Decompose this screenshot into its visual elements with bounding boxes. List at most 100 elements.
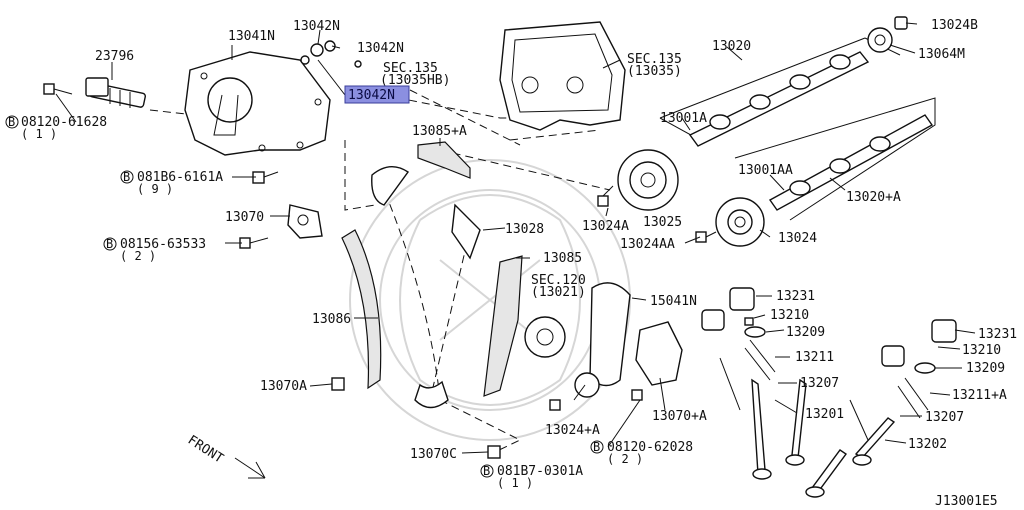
svg-text:( 1 ): ( 1 ) [497,476,533,490]
svg-text:B: B [123,170,130,184]
label-13064M[interactable]: 13064M [918,47,965,62]
label-13024[interactable]: 13024 [778,231,817,246]
chain-tensioner-13070-plus-A[interactable] [635,321,683,386]
label-13201[interactable]: 13201 [805,407,844,422]
label-13070[interactable]: 13070 [225,210,264,225]
label-15041N[interactable]: 15041N [650,294,697,309]
bolt-13070A [331,377,345,391]
label-13210-b[interactable]: 13210 [962,343,1001,358]
svg-text:081B7-0301A: 081B7-0301A [497,464,583,479]
front-cover-13041N[interactable] [184,51,331,156]
svg-text:( 2 ): ( 2 ) [607,452,643,466]
label-13042N-highlighted[interactable]: 13042N [344,85,410,104]
diagram-reference-number: J13001E5 [935,494,998,509]
label-13211-plus-A[interactable]: 13211+A [952,388,1007,403]
timing-chain-main[interactable] [414,380,449,409]
bolt-13024AA [695,231,717,243]
label-13024B[interactable]: 13024B [931,18,978,33]
label-13211[interactable]: 13211 [795,350,834,365]
label-081B7-0301A[interactable]: B 081B7-0301A ( 1 ) [480,464,583,490]
label-13231-b[interactable]: 13231 [978,327,1017,342]
label-13085[interactable]: 13085 [543,251,582,266]
label-13210-a[interactable]: 13210 [770,308,809,323]
svg-text:08120-61628: 08120-61628 [21,115,107,130]
label-13001A[interactable]: 13001A [660,111,707,126]
cam-sprocket-13024[interactable] [715,197,765,247]
cylinder-head-cover-section [499,21,626,131]
label-sec135-a-line2: (13035HB) [380,73,450,88]
timing-chain-13028[interactable] [371,166,481,260]
label-13028[interactable]: 13028 [505,222,544,237]
bolt-13024A [597,185,614,207]
label-13020[interactable]: 13020 [712,39,751,54]
label-13024AA[interactable]: 13024AA [620,237,675,252]
svg-text:081B6-6161A: 081B6-6161A [137,170,223,185]
label-13070C[interactable]: 13070C [410,447,457,462]
label-13231-a[interactable]: 13231 [776,289,815,304]
label-sec120-line1[interactable]: SEC.120 [531,273,586,288]
label-13042N-top[interactable]: 13042N [293,19,340,34]
label-13024A[interactable]: 13024A [582,219,629,234]
svg-text:B: B [593,440,600,454]
label-13209-b[interactable]: 13209 [966,361,1005,376]
slack-guide-13086[interactable] [341,229,382,390]
leader-lines [55,22,976,454]
svg-text:08156-63533: 08156-63533 [120,237,206,252]
label-13085-plus-A[interactable]: 13085+A [412,124,467,139]
label-13207-b[interactable]: 13207 [925,410,964,425]
bolt-08120-62028 [631,389,643,401]
sprocket-13064M[interactable] [867,27,893,53]
label-13042N-mid[interactable]: 13042N [357,41,404,56]
label-13001AA[interactable]: 13001AA [738,163,793,178]
bolt-08156-63533 [239,237,269,249]
label-13202[interactable]: 13202 [908,437,947,452]
watermark-emblem [349,159,631,441]
o-rings-13042N [300,40,362,68]
label-13209-a[interactable]: 13209 [786,325,825,340]
svg-text:08120-62028: 08120-62028 [607,440,693,455]
label-08120-62028[interactable]: B 08120-62028 ( 2 ) [590,440,693,466]
vtc-sprocket-13025[interactable] [617,149,679,211]
part-labels: 13041N 13042N 13042N 23796 SEC.135 (1303… [5,18,1017,509]
label-23796[interactable]: 23796 [95,49,134,64]
valve-train-exhaust[interactable] [805,319,957,498]
bolt-081B6-6161A [252,171,279,184]
svg-text:B: B [8,115,15,129]
label-081B6-6161A[interactable]: B 081B6-6161A ( 9 ) [120,170,223,196]
svg-text:( 1 ): ( 1 ) [21,127,57,141]
label-sec120-line2: (13021) [531,285,586,300]
chain-guide-13085-plus-A[interactable] [417,141,471,179]
camshaft-13020[interactable] [659,37,901,147]
label-13024-plus-A[interactable]: 13024+A [545,423,600,438]
label-13086[interactable]: 13086 [312,312,351,327]
camshaft-13020-plus-A[interactable] [734,97,936,221]
bolt-08120-61628 [43,83,73,95]
label-08156-63533[interactable]: B 08156-63533 ( 2 ) [103,237,206,263]
vtc-solenoid-23796[interactable] [85,77,146,108]
chain-tensioner-13070[interactable] [287,204,323,239]
label-13070A[interactable]: 13070A [260,379,307,394]
label-13025[interactable]: 13025 [643,215,682,230]
svg-text:B: B [483,464,490,478]
tension-guide-13085[interactable] [483,255,523,397]
valve-train-intake[interactable] [701,287,807,480]
label-13041N[interactable]: 13041N [228,29,275,44]
svg-text:( 2 ): ( 2 ) [120,249,156,263]
svg-text:13042N: 13042N [348,88,395,103]
label-sec135-a-line1[interactable]: SEC.135 [383,61,438,76]
label-sec135-b-line1[interactable]: SEC.135 [627,52,682,67]
bolt-13024-plus-A [549,399,561,411]
bolt-081B7-0301A [487,445,501,459]
label-sec135-b-line2: (13035) [627,64,682,79]
crank-sprocket-sec120[interactable] [524,316,566,358]
label-13070-plus-A[interactable]: 13070+A [652,409,707,424]
label-13020-plus-A[interactable]: 13020+A [846,190,901,205]
oil-pump-chain-15041N[interactable] [589,282,631,387]
svg-text:B: B [106,237,113,251]
front-arrow [234,457,266,479]
label-13207-a[interactable]: 13207 [800,376,839,391]
label-08120-61628[interactable]: B 08120-61628 ( 1 ) [5,115,107,141]
label-front: FRONT [185,433,226,467]
